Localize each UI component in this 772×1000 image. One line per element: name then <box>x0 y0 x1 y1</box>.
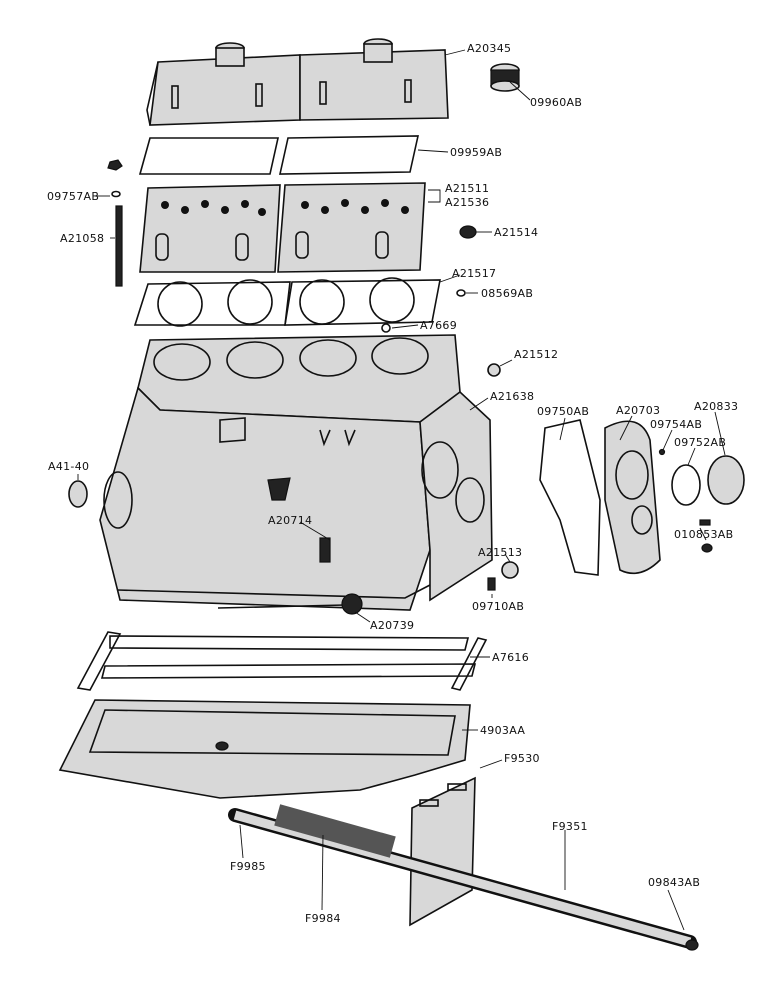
label-08569ab: 08569AB <box>481 287 533 300</box>
head-gaskets <box>133 277 466 333</box>
cylinder-heads <box>139 182 426 273</box>
label-09752ab: 09752AB <box>674 436 726 449</box>
screw-head <box>701 543 713 553</box>
label-a21058: A21058 <box>60 232 104 245</box>
seal-ring <box>671 464 701 506</box>
label-f9530: F9530 <box>504 752 540 765</box>
leader-lines <box>77 49 726 931</box>
valve-cover-gaskets <box>138 135 420 175</box>
oil-pan <box>58 699 471 799</box>
label-f9985: F9985 <box>230 860 266 873</box>
label-a20703: A20703 <box>616 404 660 417</box>
valve-cover-assembly <box>146 38 449 126</box>
expansion-plug <box>68 480 88 508</box>
label-a20714: A20714 <box>268 514 312 527</box>
label-a21514: A21514 <box>494 226 538 239</box>
head-plug <box>459 225 477 239</box>
label-09710ab: 09710AB <box>472 600 524 613</box>
head-stud <box>115 205 123 287</box>
engine-block <box>99 334 493 611</box>
label-f9351: F9351 <box>552 820 588 833</box>
fitting-09710ab <box>487 577 496 591</box>
small-washer <box>658 448 666 456</box>
oil-pan-gaskets <box>76 631 488 691</box>
oil-tube-assembly <box>228 804 699 951</box>
label-09757ab: 09757AB <box>47 190 99 203</box>
label-a41-40: A41-40 <box>48 460 89 473</box>
label-a20833: A20833 <box>694 400 738 413</box>
label-4903aa: 4903AA <box>480 724 525 737</box>
label-f9984: F9984 <box>305 912 341 925</box>
label-010853ab: 010853AB <box>674 528 733 541</box>
label-a7616: A7616 <box>492 651 529 664</box>
label-a21536: A21536 <box>445 196 489 209</box>
label-09750ab: 09750AB <box>537 405 589 418</box>
label-09959ab: 09959AB <box>450 146 502 159</box>
timing-cover-gasket <box>539 419 601 576</box>
label-09843ab: 09843AB <box>648 876 700 889</box>
label-a21517: A21517 <box>452 267 496 280</box>
plug-a21513 <box>501 561 519 579</box>
screw <box>699 519 711 526</box>
label-a20345: A20345 <box>467 42 511 55</box>
label-a7669: A7669 <box>420 319 457 332</box>
part-labels: A20345 09960AB 09959AB 09757AB A21511 A2… <box>47 42 738 925</box>
cover-plate <box>707 455 745 505</box>
label-09754ab: 09754AB <box>650 418 702 431</box>
label-a21512: A21512 <box>514 348 558 361</box>
core-plug-small <box>487 363 501 377</box>
label-09960ab: 09960AB <box>530 96 582 109</box>
oil-filler-cap <box>490 63 520 92</box>
baffle-plate <box>409 776 476 927</box>
nut-and-washer <box>107 159 123 198</box>
label-a21638: A21638 <box>490 390 534 403</box>
label-a21511: A21511 <box>445 182 489 195</box>
label-a21513: A21513 <box>478 546 522 559</box>
oil-dipstick <box>217 593 363 615</box>
timing-cover <box>604 420 661 575</box>
label-a20739: A20739 <box>370 619 414 632</box>
